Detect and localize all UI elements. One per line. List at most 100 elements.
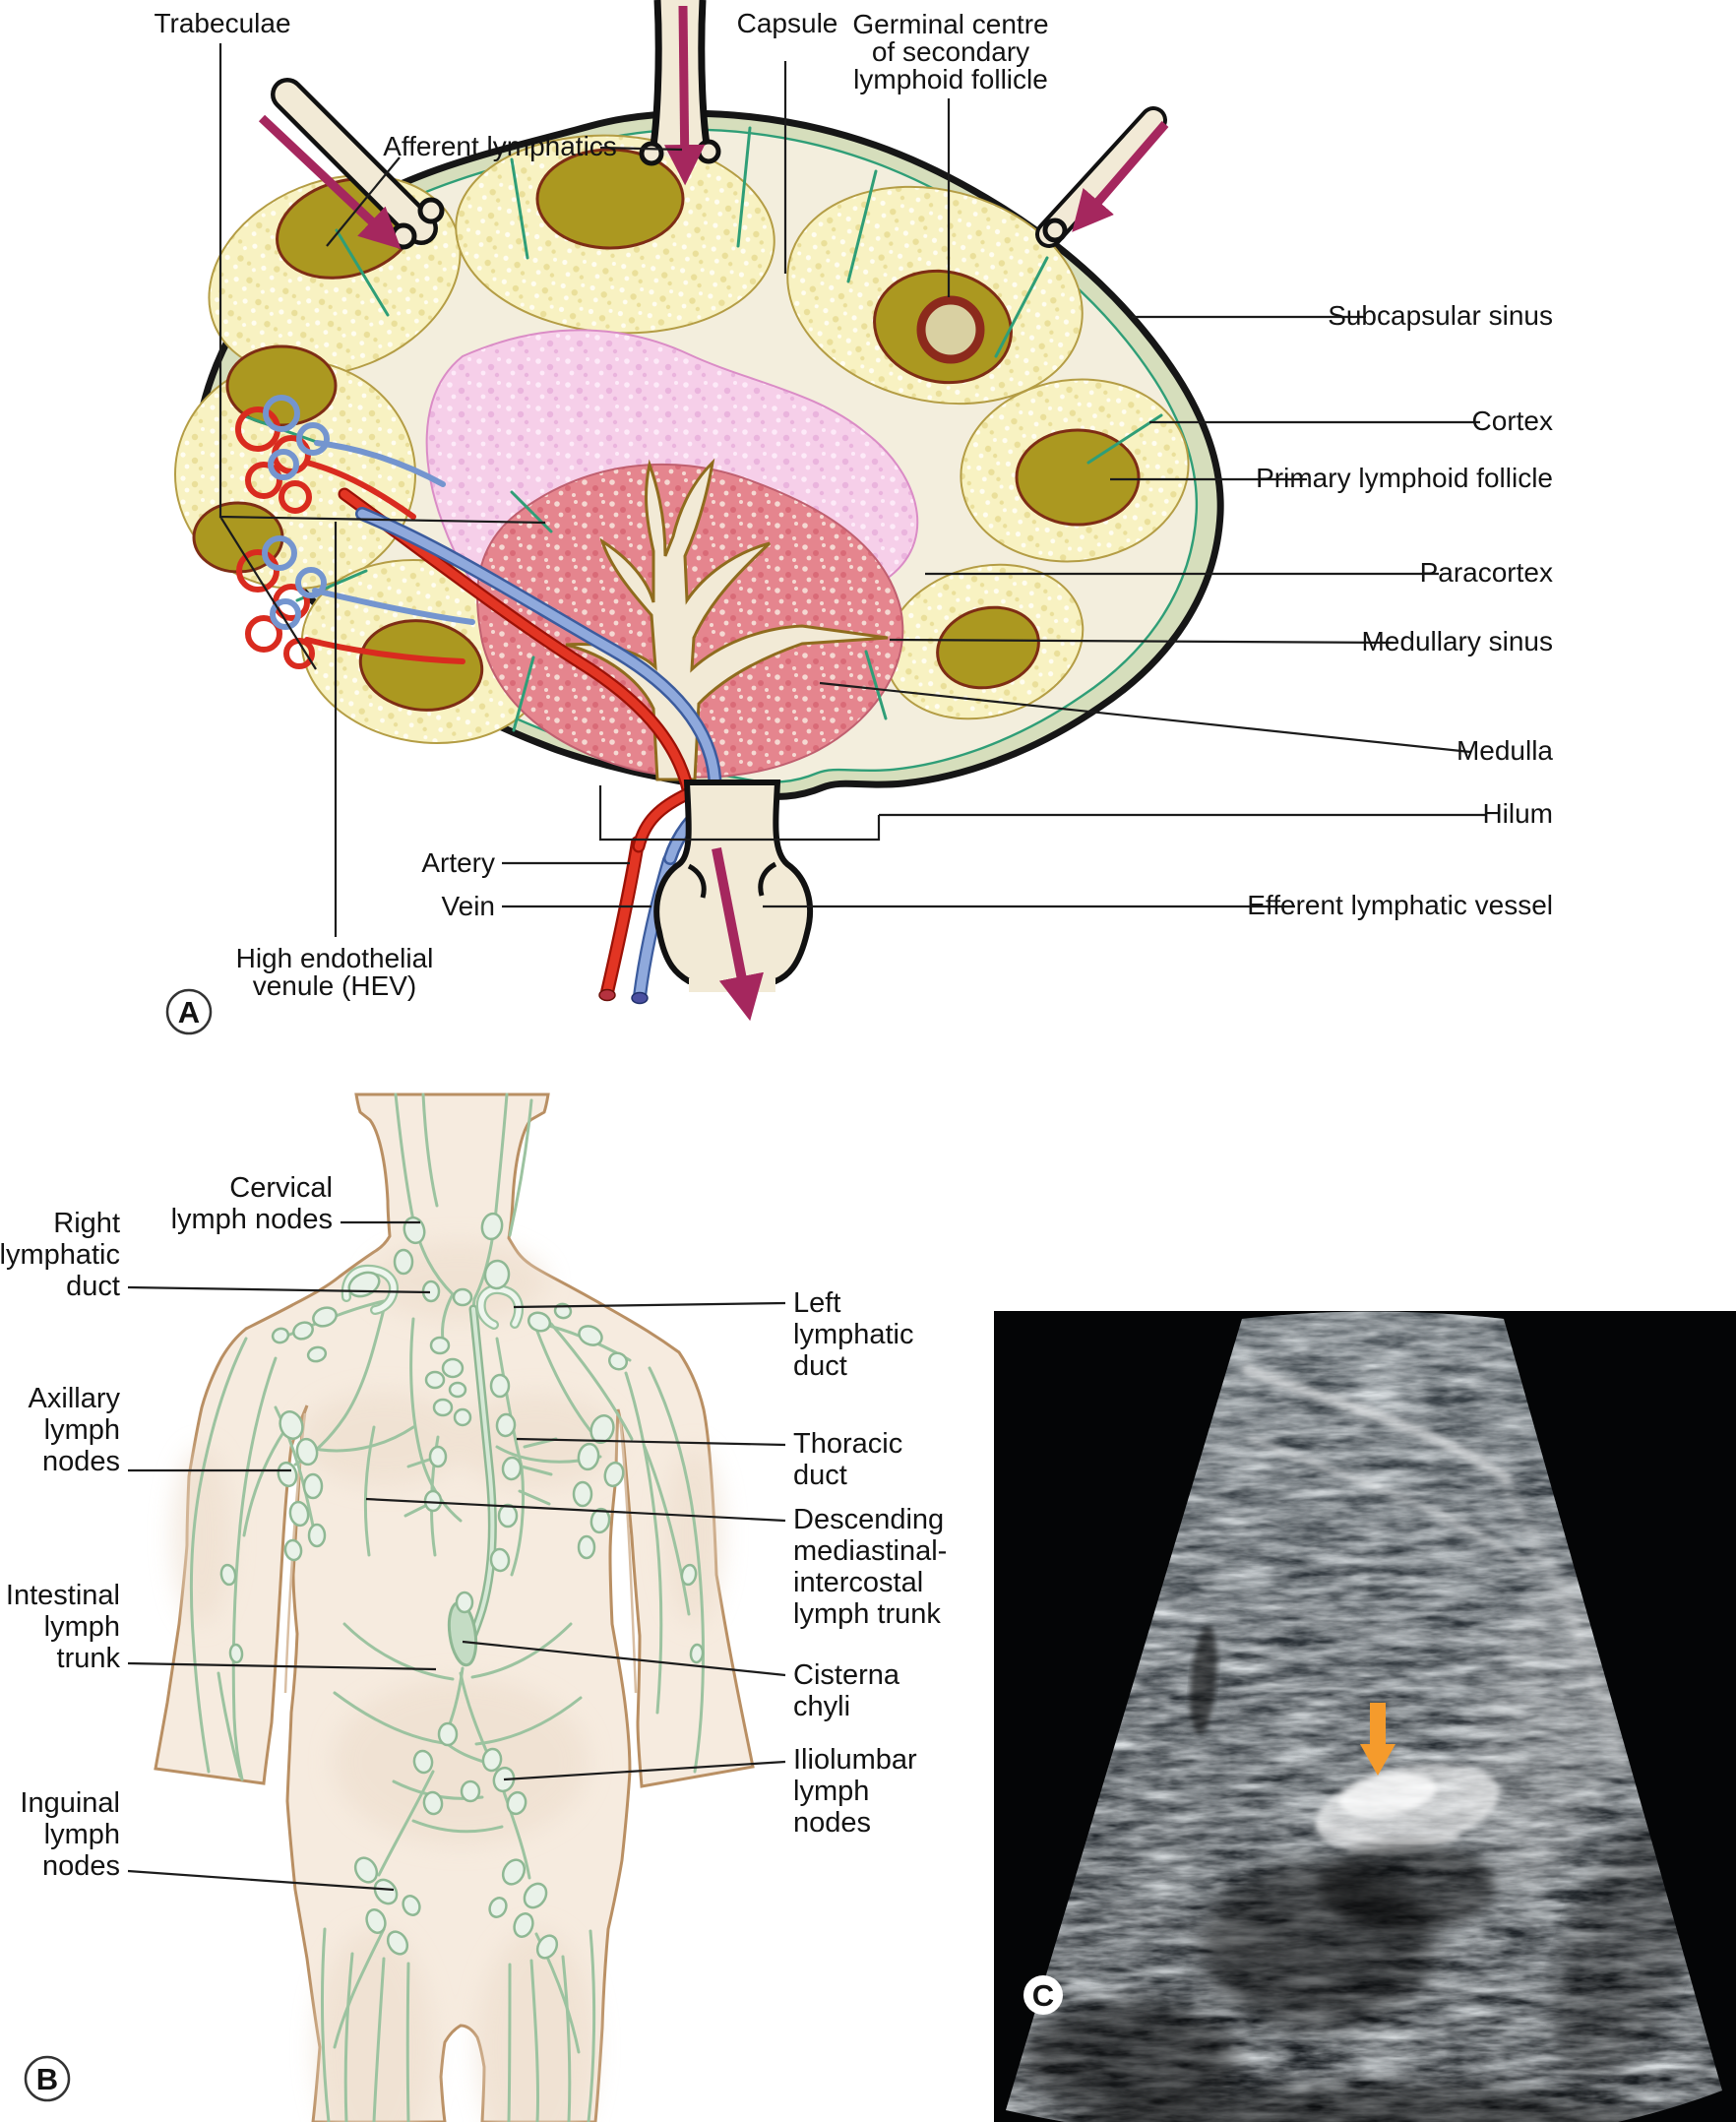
lymph-flow-arrow-icon xyxy=(1072,121,1169,232)
label-capsule: Capsule xyxy=(737,8,838,38)
primary-follicle xyxy=(225,344,338,427)
leader-right-duct xyxy=(127,1285,431,1294)
label-subcapsular: Subcapsular sinus xyxy=(1328,300,1553,331)
label-line: High endothelial xyxy=(236,943,434,973)
label-line: Left xyxy=(793,1287,840,1319)
label-line: Axillary xyxy=(29,1383,121,1414)
thoracic-duct-vessel xyxy=(460,1304,497,1660)
label-line: Intestinal xyxy=(6,1580,120,1611)
lymph-flow-arrow-icon xyxy=(258,114,402,250)
label-line: Cervical xyxy=(229,1172,333,1204)
label-efferent: Efferent lymphatic vessel xyxy=(1247,890,1553,920)
label-germinal-centre: Germinal centre of secondary lymphoid fo… xyxy=(852,9,1048,94)
panel-b-badge: B xyxy=(24,2055,71,2102)
panel-c-ultrasound: C xyxy=(994,1311,1736,2122)
efferent-lymphatic-vessel xyxy=(653,780,813,1022)
label-line: lymphoid follicle xyxy=(853,64,1048,94)
primary-follicle xyxy=(936,605,1040,690)
leader-inguinal xyxy=(127,1869,395,1892)
germinal-centre-region xyxy=(916,295,985,364)
label-line: duct xyxy=(793,1460,847,1491)
medullary-sinus-region xyxy=(565,458,889,781)
panel-a-badge: A xyxy=(165,988,213,1035)
label-paracortex: Paracortex xyxy=(1420,557,1553,588)
label-line: venule (HEV) xyxy=(253,970,417,1001)
label-cortex: Cortex xyxy=(1472,406,1553,436)
label-intestinal: Intestinal lymph trunk xyxy=(6,1580,121,1674)
label-descending: Descending mediastinal- intercostal lymp… xyxy=(793,1504,947,1630)
leader-thoracic xyxy=(516,1437,786,1447)
label-axillary: Axillary lymph nodes xyxy=(29,1383,121,1477)
label-primary-follicle: Primary lymphoid follicle xyxy=(1256,463,1553,493)
primary-follicle xyxy=(358,619,484,712)
label-thoracic: Thoracic duct xyxy=(793,1428,902,1491)
label-line: trunk xyxy=(57,1643,121,1674)
label-line: chyli xyxy=(793,1691,850,1722)
label-hilum: Hilum xyxy=(1482,798,1553,829)
label-line: lymph xyxy=(44,1819,120,1850)
label-artery: Artery xyxy=(421,847,495,878)
leader-medullary-sinus xyxy=(889,638,1395,645)
leader-descending xyxy=(365,1497,786,1523)
afferent-vessel-upper-right xyxy=(1035,106,1169,248)
label-cervical: Cervical lymph nodes xyxy=(171,1172,333,1235)
label-line: lymph xyxy=(793,1776,869,1807)
label-trabeculae: Trabeculae xyxy=(154,8,290,38)
label-line: lymphatic xyxy=(0,1239,120,1271)
label-line: Right xyxy=(53,1208,120,1239)
label-line: intercostal xyxy=(793,1567,923,1598)
leader-hilum-bracket xyxy=(598,785,1486,842)
primary-follicle xyxy=(1015,428,1141,527)
badge-letter: A xyxy=(178,995,200,1030)
afferent-vessel-top xyxy=(639,0,721,186)
panel-b-labels: Cervical lymph nodes Right lymphatic duc… xyxy=(0,1172,947,2102)
label-line: lymph nodes xyxy=(171,1204,333,1235)
primary-follicle xyxy=(535,148,685,250)
label-line: duct xyxy=(793,1350,847,1382)
label-line: mediastinal- xyxy=(793,1535,947,1567)
label-line: lymph trunk xyxy=(793,1598,941,1630)
label-vein: Vein xyxy=(442,891,496,921)
label-left-duct: Left lymphatic duct xyxy=(793,1287,914,1382)
label-inguinal: Inguinal lymph nodes xyxy=(20,1787,120,1882)
right-lymphatic-duct-vessel xyxy=(341,1264,399,1315)
label-medulla: Medulla xyxy=(1457,735,1553,766)
label-line: Germinal centre xyxy=(852,9,1048,39)
panel-a-lymph-node-diagram: Trabeculae Capsule Germinal centre of se… xyxy=(154,0,1553,1035)
panel-a-labels: Trabeculae Capsule Germinal centre of se… xyxy=(154,8,1553,1035)
panel-b-leader-lines xyxy=(127,1220,786,1892)
label-line: Thoracic xyxy=(793,1428,902,1460)
leader-iliolumbar xyxy=(503,1760,786,1781)
label-line: duct xyxy=(66,1271,120,1302)
panel-a-leader-lines xyxy=(218,43,1486,937)
leader-intestinal xyxy=(127,1661,437,1671)
lymph-nodes xyxy=(219,1212,705,1960)
lymph-flow-arrow-icon xyxy=(663,5,706,186)
leader-trabeculae xyxy=(218,43,546,670)
label-line: nodes xyxy=(793,1807,871,1839)
label-iliolumbar: Iliolumbar lymph nodes xyxy=(793,1744,917,1839)
badge-letter: C xyxy=(1032,1978,1054,2013)
label-afferent: Afferent lymphatics xyxy=(383,131,617,161)
label-line: Descending xyxy=(793,1504,944,1535)
panel-b-body-diagram: Cervical lymph nodes Right lymphatic duc… xyxy=(0,1092,947,2122)
label-right-duct: Right lymphatic duct xyxy=(0,1208,120,1302)
lymph-node-marker-arrow-icon xyxy=(1360,1703,1395,1776)
label-line: Inguinal xyxy=(20,1787,120,1819)
label-line: lymph xyxy=(44,1414,120,1446)
label-line: of secondary xyxy=(872,36,1029,67)
leader-left-duct xyxy=(513,1301,786,1309)
lymph-node-illustration xyxy=(174,0,1224,1022)
badge-letter: B xyxy=(36,2062,58,2096)
high-endothelial-venule-network xyxy=(235,395,475,669)
label-line: lymph xyxy=(44,1611,120,1643)
panel-c-badge: C xyxy=(1023,1975,1063,2015)
lymph-flow-arrow-icon xyxy=(712,847,764,1022)
afferent-vessel-upper-left xyxy=(258,78,445,250)
leader-medulla xyxy=(819,681,1471,754)
label-line: lymphatic xyxy=(793,1319,914,1350)
label-line: nodes xyxy=(42,1446,120,1477)
label-line: nodes xyxy=(42,1850,120,1882)
label-line: Cisterna xyxy=(793,1659,900,1691)
left-lymphatic-duct-vessel xyxy=(475,1284,524,1330)
